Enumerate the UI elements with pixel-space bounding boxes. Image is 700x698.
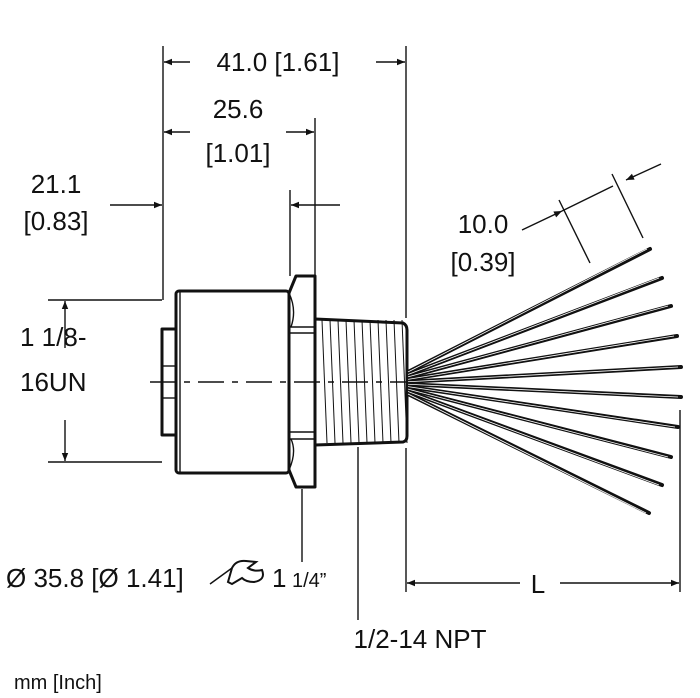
nut-offset-in: [0.83] [23, 206, 88, 236]
npt-thread-label: 1/2-14 NPT [354, 624, 487, 654]
wire-highlight [407, 305, 669, 378]
wrench-icon [209, 559, 264, 586]
body-length-mm: 25.6 [213, 94, 264, 124]
wire-highlight [407, 248, 648, 373]
strip-length-mm: 10.0 [458, 209, 509, 239]
wire-highlight [407, 393, 647, 514]
thread-label-line1: 1 1/8- [20, 322, 87, 352]
diameter-label: Ø 35.8 [Ø 1.41] [6, 563, 184, 593]
units-label: mm [Inch] [14, 672, 102, 694]
thread-line [337, 319, 344, 444]
overall-length-label: 41.0 [1.61] [217, 47, 340, 77]
wire-highlight [407, 386, 676, 428]
wire-bundle [406, 247, 683, 515]
nut-offset-mm: 21.1 [31, 169, 82, 199]
thread-line [385, 319, 392, 444]
thread-line [321, 319, 328, 444]
wire-highlight [407, 366, 679, 383]
strip-length-in: [0.39] [450, 247, 515, 277]
wrench-size-whole: 1 [272, 563, 286, 593]
wrench-size-frac: 1/4” [292, 570, 326, 592]
thread-line [369, 319, 376, 444]
wire-highlight [407, 391, 660, 486]
wire-highlight [407, 383, 679, 398]
extension-lines [48, 46, 681, 592]
body-length-in: [1.01] [205, 138, 270, 168]
wire-highlight [407, 388, 669, 458]
wire-highlight [407, 335, 675, 380]
lead-length-label: L [531, 569, 545, 599]
dimension-lines [61, 58, 679, 620]
thread-label-line2: 16UN [20, 367, 86, 397]
wire-highlight [407, 277, 660, 375]
